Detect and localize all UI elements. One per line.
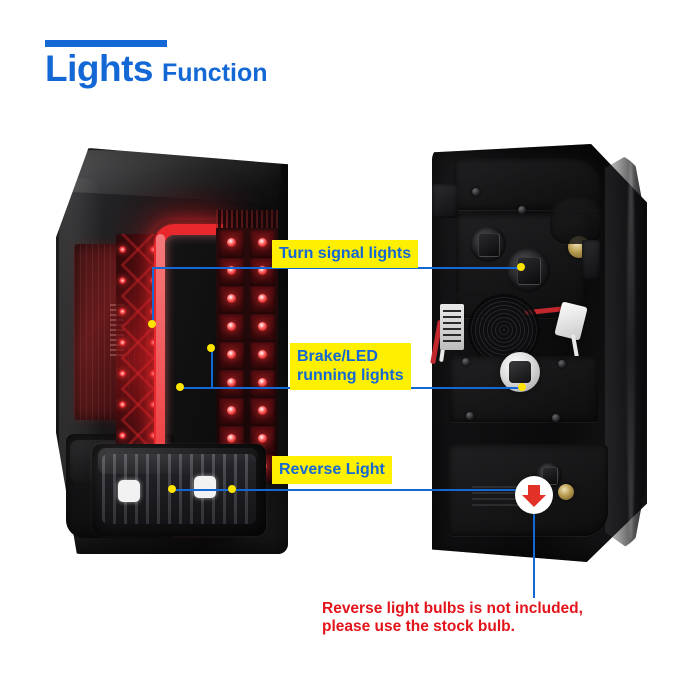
led-grid-bulb — [227, 378, 236, 387]
wire-loop-sleeve — [430, 292, 510, 356]
chevron-led — [119, 339, 126, 346]
led-grid-bulb — [258, 350, 267, 359]
callout-reverse-light[interactable]: Reverse Light — [272, 456, 392, 484]
brake-marker-front — [207, 344, 215, 352]
led-grid-bulb — [258, 434, 267, 443]
screw-upper-mid — [518, 206, 526, 214]
led-grid-bulb — [227, 406, 236, 415]
turn-signal-socket-core — [517, 257, 541, 285]
screw-lower-left — [462, 358, 470, 366]
led-grid-bulb — [258, 294, 267, 303]
led-grid-bulb — [258, 406, 267, 415]
reverse-socket-contact — [558, 484, 574, 500]
housing-side-bracket — [582, 240, 600, 280]
chevron-led — [119, 246, 126, 253]
screw-bottom-left — [466, 412, 474, 420]
leader-turn-horizontal — [152, 267, 521, 269]
led-grid-bulb — [227, 266, 236, 275]
mounting-tab-upper — [432, 184, 458, 218]
reverse-bulb-socket-right — [194, 476, 216, 498]
chevron-led — [119, 308, 126, 315]
led-grid-top-shade — [216, 210, 278, 232]
brake-marker-back — [518, 383, 526, 391]
turn-signal-marker-front — [148, 320, 156, 328]
housing-outer-rim — [605, 152, 645, 552]
chevron-led — [150, 432, 157, 439]
reverse-bulb-socket-left — [118, 480, 140, 502]
page-title: Lights Function — [45, 40, 268, 87]
housing-rim-highlight — [627, 160, 635, 540]
reverse-marker-front — [168, 485, 176, 493]
title-underline-bar — [45, 40, 167, 47]
leader-brake-vertical — [211, 348, 213, 388]
led-grid-bulb — [258, 378, 267, 387]
chevron-led — [119, 370, 126, 377]
chevron-led — [119, 277, 126, 284]
callout-brake-led[interactable]: Brake/LED running lights — [290, 343, 411, 390]
led-bar-sheen — [156, 234, 165, 474]
chevron-led — [119, 401, 126, 408]
callout-turn-signal[interactable]: Turn signal lights — [272, 240, 419, 268]
led-grid-bulb — [258, 322, 267, 331]
brake-led-socket-core — [509, 361, 531, 383]
led-grid-bulb — [227, 322, 236, 331]
led-grid-bulb — [227, 350, 236, 359]
bulb-socket-upper-dark — [470, 226, 506, 262]
led-grid-bulb — [258, 238, 267, 247]
led-grid-bulb — [258, 266, 267, 275]
chevron-led — [150, 339, 157, 346]
leader-warning-vertical — [533, 492, 535, 598]
title-sub-word: Function — [161, 59, 268, 87]
chevron-led — [150, 246, 157, 253]
molded-part-marking — [472, 482, 522, 506]
led-grid-bulb — [227, 434, 236, 443]
housing-bulb-recess — [550, 196, 602, 244]
reverse-marker-front-right — [228, 485, 236, 493]
screw-upper-left — [472, 188, 480, 196]
screw-bottom-right — [552, 414, 560, 422]
chevron-led — [119, 432, 126, 439]
chevron-led — [150, 370, 157, 377]
led-grid-bulb — [227, 238, 236, 247]
tail-light-housing-rear — [430, 144, 647, 562]
turn-signal-marker-back — [517, 263, 525, 271]
title-main-word: Lights — [45, 48, 153, 89]
red-down-arrow-badge — [515, 476, 553, 514]
bulb-socket-upper-core — [478, 233, 500, 257]
housing-label-sticker — [440, 304, 464, 350]
reverse-bulb-warning-note: Reverse light bulbs is not included, ple… — [322, 600, 583, 635]
reverse-light-gloss — [98, 448, 258, 474]
screw-lower-right — [558, 360, 566, 368]
leader-reverse-horizontal — [172, 489, 534, 491]
chevron-led — [150, 401, 157, 408]
leader-turn-vertical-front — [152, 268, 154, 324]
led-grid-bulb — [227, 294, 236, 303]
turn-signal-bulb-socket — [506, 248, 550, 292]
brake-marker-front-lower — [176, 383, 184, 391]
tail-light-lens-assembly — [56, 148, 288, 554]
